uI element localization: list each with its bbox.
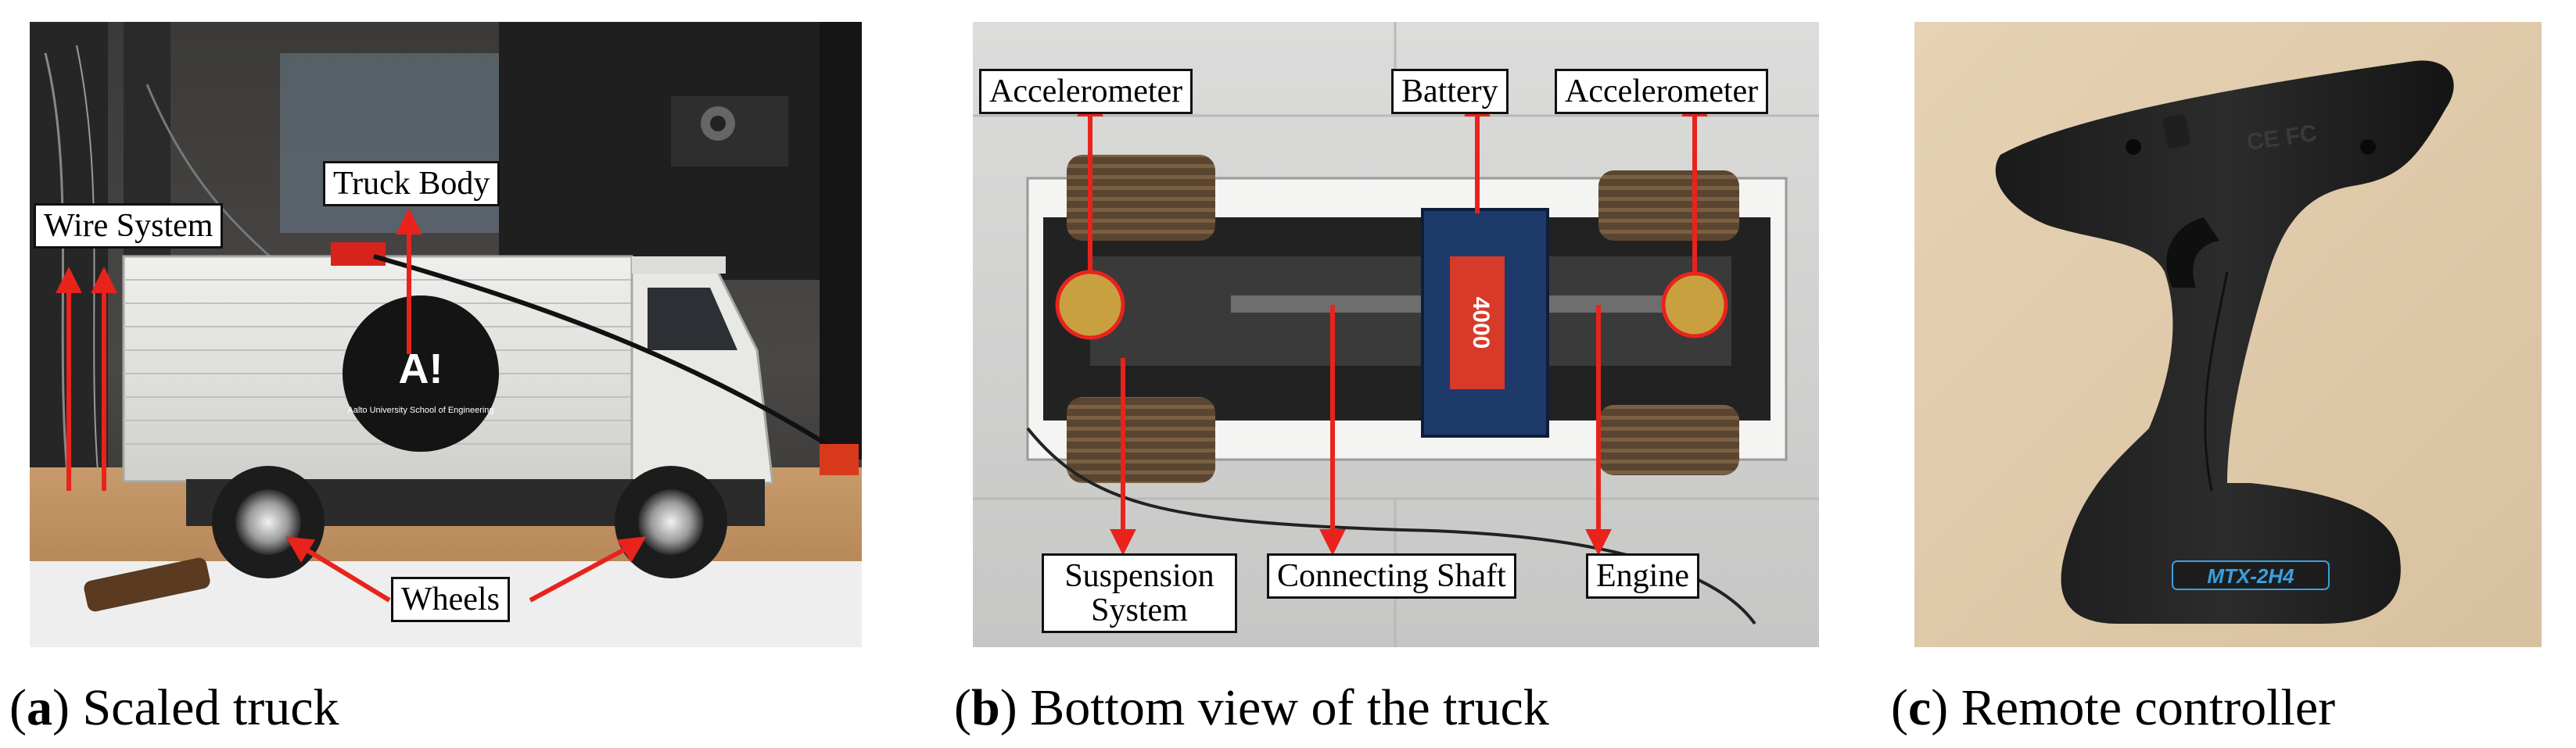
caption-a-letter: a xyxy=(26,679,52,736)
panel-a: A! Aalto University School of Engineerin… xyxy=(30,22,862,647)
photo-bottom-view: 4000 xyxy=(973,22,1819,647)
annotation-arrows xyxy=(56,208,647,603)
caption-a: (a) Scaled truck xyxy=(9,679,339,736)
device-logo: MTX-2H4 xyxy=(2207,564,2294,588)
label-truck-body: Truck Body xyxy=(323,161,500,207)
caption-b-letter: b xyxy=(970,679,1000,736)
photo-remote-controller: CE FC MTX-2H4 xyxy=(1914,22,2542,647)
panel-c: CE FC MTX-2H4 xyxy=(1914,22,2542,647)
label-engine: Engine xyxy=(1586,553,1699,599)
label-suspension-system: Suspension System xyxy=(1042,553,1237,634)
photo-scaled-truck: A! Aalto University School of Engineerin… xyxy=(30,22,862,647)
caption-c: (c) Remote controller xyxy=(1891,679,2336,736)
panel-b: 4000 Accelerometer Batte xyxy=(973,22,1819,647)
battery-print: 4000 xyxy=(1468,297,1494,349)
caption-b: (b) Bottom view of the truck xyxy=(954,679,1549,736)
caption-b-text: Bottom view of the truck xyxy=(1030,679,1549,736)
truck-illustration: A! Aalto University School of Engineerin… xyxy=(30,22,862,647)
label-wheels: Wheels xyxy=(391,577,510,623)
logo-text: A! xyxy=(399,345,443,392)
caption-c-text: Remote controller xyxy=(1961,679,2336,736)
chassis-illustration: 4000 xyxy=(973,22,1819,647)
caption-a-text: Scaled truck xyxy=(82,679,339,736)
label-connecting-shaft: Connecting Shaft xyxy=(1267,553,1516,599)
logo-subtext: Aalto University School of Engineering xyxy=(347,406,493,415)
controller-illustration: CE FC MTX-2H4 xyxy=(1914,22,2542,647)
label-wire-system: Wire System xyxy=(34,203,224,249)
label-accelerometer-right: Accelerometer xyxy=(1555,69,1769,115)
label-accelerometer-left: Accelerometer xyxy=(979,69,1193,115)
label-battery: Battery xyxy=(1391,69,1509,115)
caption-c-letter: c xyxy=(1907,679,1932,736)
